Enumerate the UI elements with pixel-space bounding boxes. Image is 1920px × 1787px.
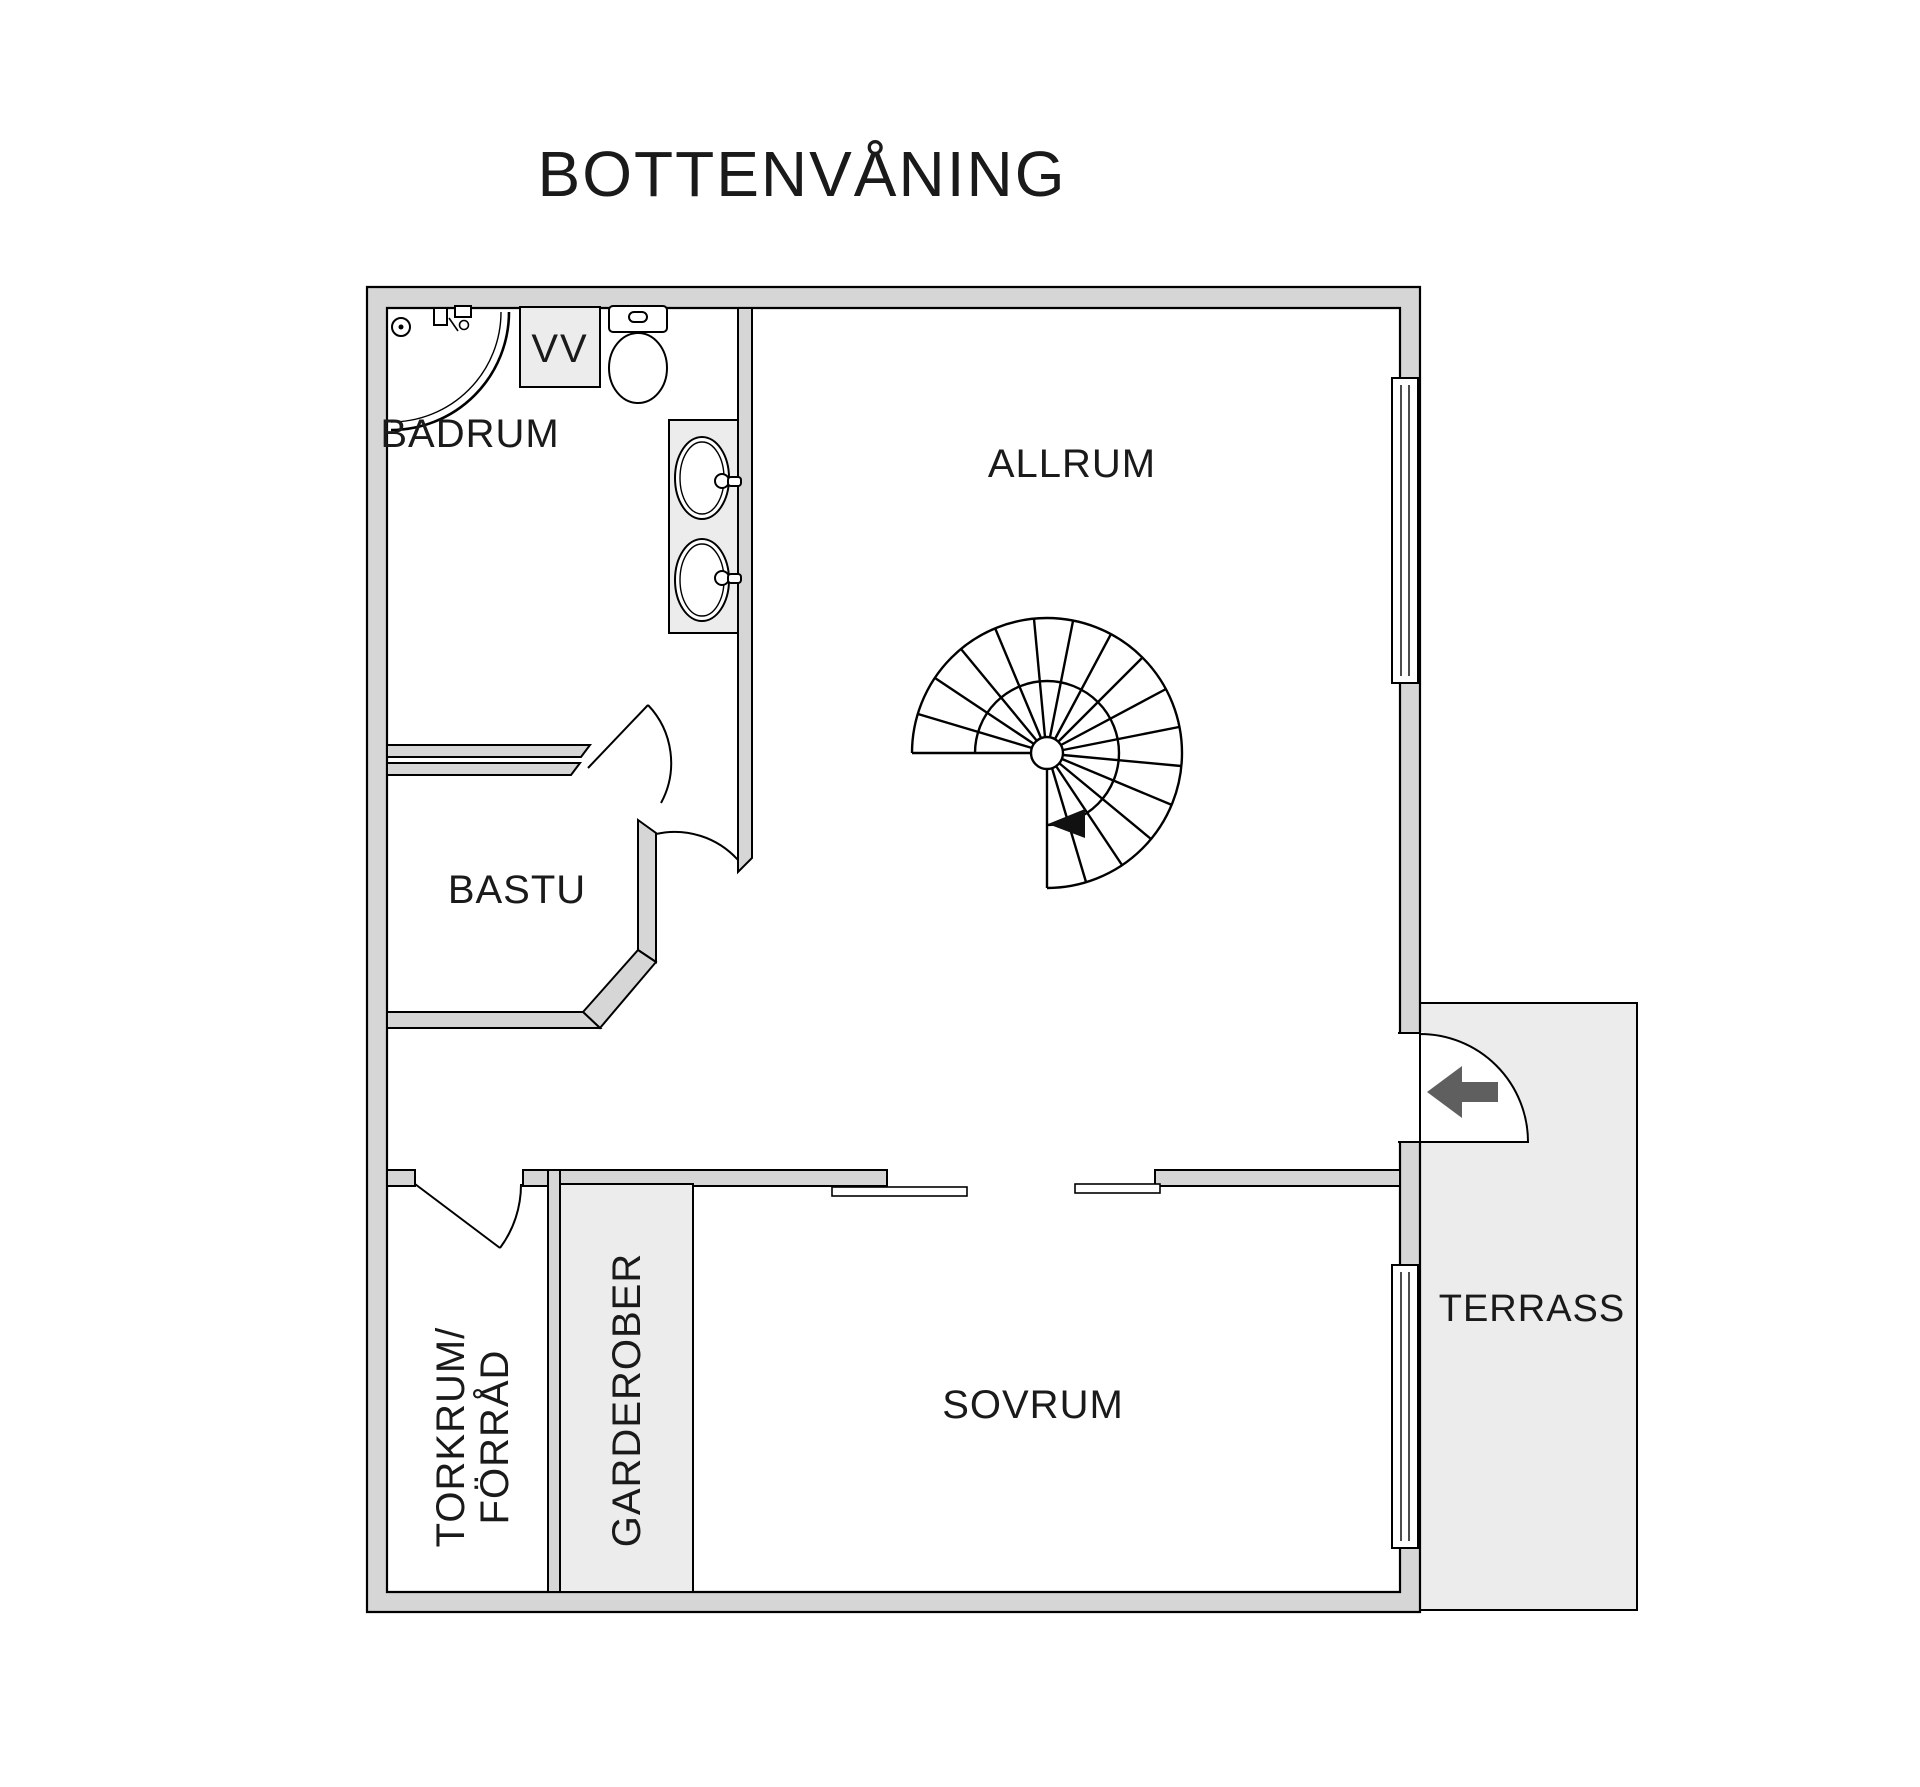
interior-walls — [386, 307, 1401, 1593]
window-sovrum — [1391, 1264, 1419, 1549]
exterior-walls — [365, 285, 1422, 1614]
shower-mixer-icon — [433, 307, 448, 326]
stair-direction-arrow — [1048, 809, 1085, 838]
water-heater-box — [519, 306, 601, 388]
plan-title: BOTTENVÅNING — [538, 138, 1067, 210]
faucet-icon — [714, 473, 730, 489]
shower-head-icon — [391, 317, 411, 337]
room-label-garderober: GARDEROBER — [605, 1253, 649, 1548]
room-label-sovrum: SOVRUM — [942, 1383, 1124, 1427]
wall-torkrum-garderober — [547, 1169, 561, 1593]
wall-torkrum-stub — [386, 1169, 416, 1187]
room-label-torkrum-line2: FÖRRÅD — [472, 1350, 517, 1525]
wall-sovrum-top-right — [1154, 1169, 1401, 1187]
toilet — [608, 305, 668, 404]
spiral-staircase — [910, 616, 1184, 890]
room-label-terrass: TERRASS — [1439, 1288, 1625, 1330]
room-label-torkrum-line1: TORKRUM/ — [429, 1327, 473, 1548]
vestibule-door — [655, 830, 739, 861]
wall-vestibule-right — [637, 818, 657, 964]
bathroom-sinks — [674, 436, 742, 622]
room-label-badrum: BADRUM — [380, 412, 559, 456]
sliding-door-panels — [831, 1183, 1161, 1197]
faucet-icon — [714, 570, 730, 586]
bastu-door — [587, 704, 673, 804]
wardrobe-area — [559, 1183, 694, 1593]
wall-bastu-top — [386, 762, 582, 776]
shower — [390, 305, 511, 432]
room-label-bastu: BASTU — [448, 868, 586, 912]
room-label-allrum: ALLRUM — [988, 442, 1156, 486]
wall-badrum-allrum — [737, 307, 753, 875]
torkrum-door — [414, 1183, 523, 1249]
wall-bastu-bottom — [386, 1011, 603, 1029]
entry-arrow — [1427, 1066, 1498, 1118]
room-label-vv: VV — [531, 327, 588, 371]
labels: BOTTENVÅNING BADRUM VV ALLRUM BASTU SOVR… — [380, 138, 1625, 1548]
wall-sovrum-top-left — [559, 1169, 888, 1187]
wall-badrum-bottom — [386, 744, 592, 758]
window-allrum — [1391, 377, 1419, 684]
